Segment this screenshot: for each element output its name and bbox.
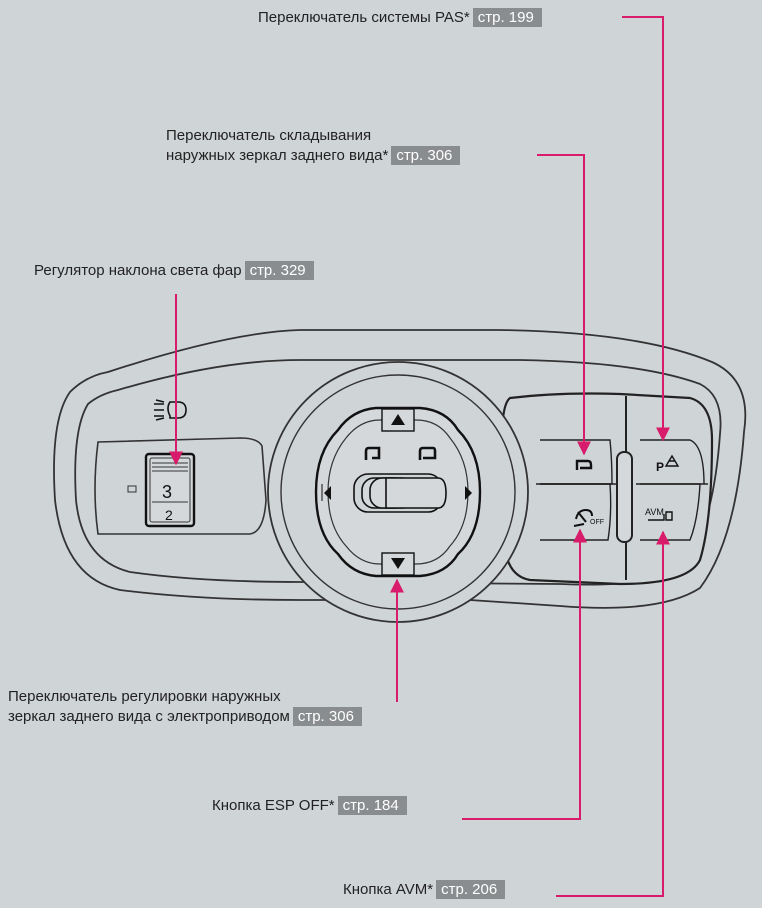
esp-off-label: Кнопка ESP OFF* xyxy=(212,797,335,814)
esp-off-leader xyxy=(462,528,587,820)
right-mirror-icon xyxy=(418,446,437,460)
mirror-fold-button-icon[interactable] xyxy=(575,459,593,470)
esp-off-page-ref[interactable]: стр. 184 xyxy=(337,796,407,815)
mirror-fold-label-line1: Переключатель складывания xyxy=(166,127,372,144)
mirror-adjust-page-ref[interactable]: стр. 306 xyxy=(292,707,362,726)
esp-off-text: OFF xyxy=(590,519,604,526)
dial-number-2: 2 xyxy=(165,507,173,523)
headlight-level-dial[interactable]: 3 2 xyxy=(144,452,196,528)
mirror-right-button[interactable] xyxy=(465,486,472,500)
pas-switch-label: Переключатель системы PAS* xyxy=(258,9,470,26)
mirror-left-button[interactable] xyxy=(321,484,331,501)
mirror-up-button[interactable] xyxy=(381,408,415,432)
left-mirror-icon xyxy=(364,446,381,460)
leader-lines xyxy=(169,16,670,897)
esp-off-callout: Кнопка ESP OFF*стр. 184 xyxy=(212,796,407,816)
pas-leader xyxy=(622,16,670,442)
avm-leader xyxy=(556,530,670,897)
right-button-cluster xyxy=(500,392,714,586)
avm-label: Кнопка AVM* xyxy=(343,881,434,898)
avm-button-icon[interactable]: AVM xyxy=(645,507,673,521)
headlight-level-label: Регулятор наклона света фар xyxy=(34,262,242,279)
mirror-adjust-label-line1: Переключатель регулировки наружных xyxy=(8,688,281,705)
mirror-fold-page-ref[interactable]: стр. 306 xyxy=(391,146,461,165)
pas-switch-callout: Переключатель системы PAS*стр. 199 xyxy=(258,8,542,28)
pas-button-icon[interactable]: P xyxy=(656,454,680,474)
avm-text: AVM xyxy=(645,507,664,517)
mirror-fold-label-line2: наружных зеркал заднего вида* xyxy=(166,147,389,164)
dial-number-3: 3 xyxy=(162,482,172,502)
mirror-fold-leader xyxy=(537,154,591,456)
headlight-icon xyxy=(154,399,187,421)
mirror-adjust-label-line2: зеркал заднего вида с электроприводом xyxy=(8,708,290,725)
pas-page-ref[interactable]: стр. 199 xyxy=(472,8,542,27)
mirror-adjust-callout: Переключатель регулировки наружных зерка… xyxy=(8,687,362,727)
mirror-fold-callout: Переключатель складывания наружных зерка… xyxy=(166,126,461,166)
svg-text:P: P xyxy=(656,460,664,474)
headlight-level-page-ref[interactable]: стр. 329 xyxy=(244,261,314,280)
esp-off-button-icon[interactable]: OFF xyxy=(573,508,604,527)
mirror-selector-slider[interactable] xyxy=(353,473,447,513)
avm-callout: Кнопка AVM*стр. 206 xyxy=(343,880,506,900)
mirror-down-button[interactable] xyxy=(381,552,415,576)
avm-page-ref[interactable]: стр. 206 xyxy=(436,880,506,899)
